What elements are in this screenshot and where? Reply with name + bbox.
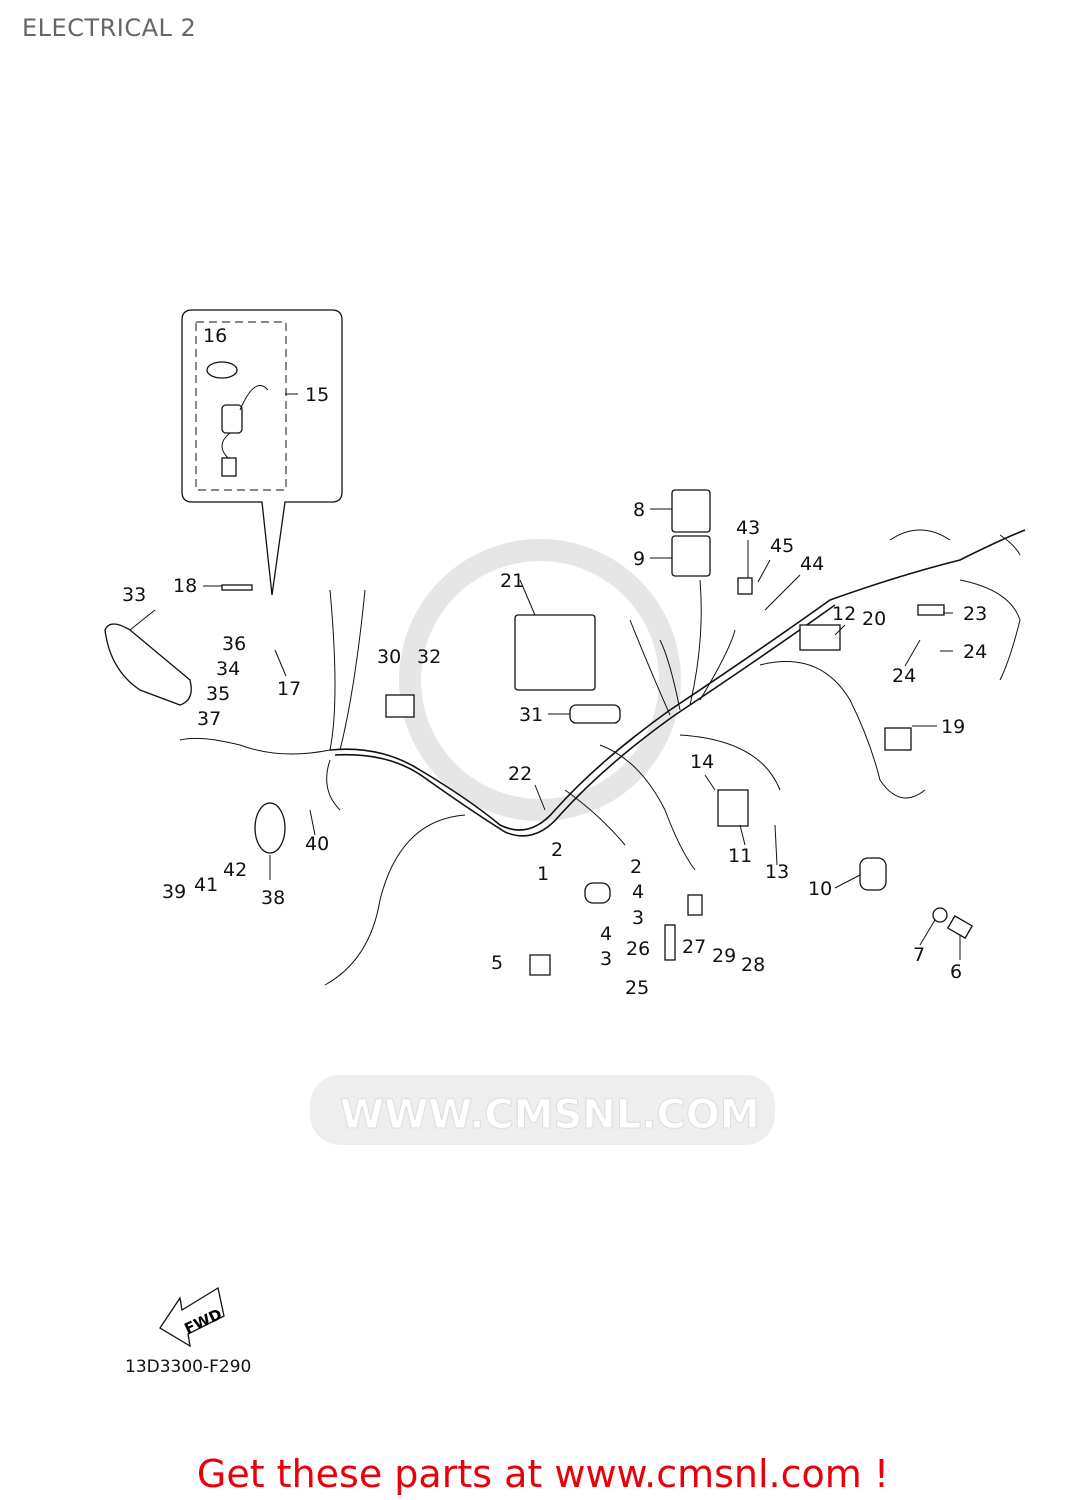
part-5-clamp [529,954,551,976]
part-23-bracket [917,604,945,616]
callout-15[interactable]: 15 [305,384,329,406]
main-harness [179,529,1026,986]
callout-37[interactable]: 37 [197,708,221,730]
part-33-meter [104,623,192,706]
callout-3[interactable]: 3 [632,907,644,929]
callout-13[interactable]: 13 [765,861,789,883]
callout-40[interactable]: 40 [305,833,329,855]
callout-26[interactable]: 26 [626,938,650,960]
callout-1[interactable]: 1 [537,863,549,885]
part-10-coil [859,857,887,891]
callout-11[interactable]: 11 [728,845,752,867]
callout-10[interactable]: 10 [808,878,832,900]
fwd-arrow-icon: FWD [159,1286,225,1348]
callout-24[interactable]: 24 [963,641,987,663]
part-1-sensor [584,882,611,904]
part-30-flasher [385,694,415,718]
callout-45[interactable]: 45 [770,535,794,557]
part-6-switch [946,915,974,939]
callout-12[interactable]: 12 [832,603,856,625]
callout-4[interactable]: 4 [632,881,644,903]
callout-6[interactable]: 6 [950,961,962,983]
part-31-fuse [569,704,621,724]
part-16-cap [206,361,238,379]
part-15-switch [221,404,243,434]
callout-41[interactable]: 41 [194,874,218,896]
callout-28[interactable]: 28 [741,954,765,976]
part-11-rectifier [717,789,749,827]
callout-35[interactable]: 35 [206,683,230,705]
part-27-cap [687,894,703,916]
part-9-cover [671,535,711,577]
part-8-ecu [671,489,711,533]
part-21-battery [514,614,596,691]
callout-23[interactable]: 23 [963,603,987,625]
callout-20[interactable]: 20 [862,608,886,630]
callout-36[interactable]: 36 [222,633,246,655]
inset-dashed-frame [195,321,287,491]
watermark-text: WWW.CMSNL.COM [340,1092,760,1138]
callout-7[interactable]: 7 [913,944,925,966]
part-25-plug [664,924,676,961]
part-18-bolt [221,584,253,591]
callout-43[interactable]: 43 [736,517,760,539]
callout-22[interactable]: 22 [508,763,532,785]
callout-2[interactable]: 2 [551,839,563,861]
callout-29[interactable]: 29 [712,945,736,967]
part-12-starter-relay [799,624,841,651]
callout-17[interactable]: 17 [277,678,301,700]
callout-9[interactable]: 9 [633,548,645,570]
callout-19[interactable]: 19 [941,716,965,738]
callout-4[interactable]: 4 [600,923,612,945]
footer-link[interactable]: Get these parts at www.cmsnl.com ! [196,1452,890,1496]
callout-33[interactable]: 33 [122,584,146,606]
callout-44[interactable]: 44 [800,553,824,575]
watermark-logo [310,539,775,1145]
callout-18[interactable]: 18 [173,575,197,597]
callout-30[interactable]: 30 [377,646,401,668]
callout-8[interactable]: 8 [633,499,645,521]
callout-16[interactable]: 16 [203,325,227,347]
callout-27[interactable]: 27 [682,936,706,958]
inset-callout-box [181,309,343,596]
callout-32[interactable]: 32 [417,646,441,668]
diagram-code: 13D3300-F290 [125,1357,252,1377]
part-7-washer [932,907,948,923]
callout-5[interactable]: 5 [491,952,503,974]
callout-24[interactable]: 24 [892,665,916,687]
part-19-sensor [884,727,912,751]
part-15-connector [221,457,237,477]
callout-14[interactable]: 14 [690,751,714,773]
callout-2[interactable]: 2 [630,856,642,878]
page-title: ELECTRICAL 2 [22,14,197,42]
callout-38[interactable]: 38 [261,887,285,909]
callout-34[interactable]: 34 [216,658,240,680]
callout-21[interactable]: 21 [500,570,524,592]
part-38-horn [254,802,286,854]
part-43-relay [737,577,753,595]
callout-3[interactable]: 3 [600,948,612,970]
leader-lines [129,393,961,960]
callout-25[interactable]: 25 [625,977,649,999]
part-15-wire [221,385,269,459]
callout-31[interactable]: 31 [519,704,543,726]
callout-39[interactable]: 39 [162,881,186,903]
callout-42[interactable]: 42 [223,859,247,881]
parts [104,489,974,976]
